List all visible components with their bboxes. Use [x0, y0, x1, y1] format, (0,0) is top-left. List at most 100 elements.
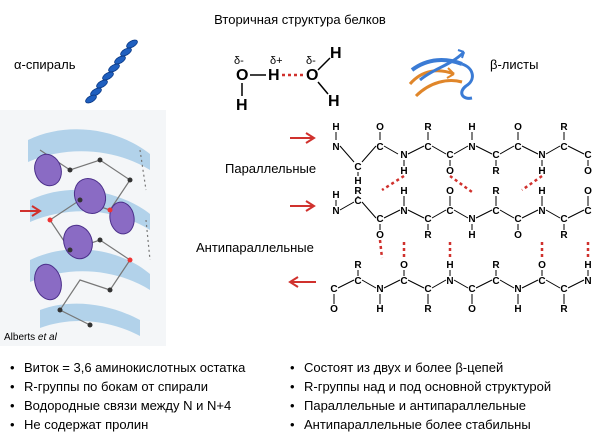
- svg-text:O: O: [446, 186, 454, 197]
- svg-text:N: N: [400, 150, 407, 161]
- svg-text:R: R: [424, 122, 432, 133]
- svg-text:O: O: [400, 260, 408, 271]
- svg-text:C: C: [330, 284, 337, 295]
- strand3-direction-arrow: [288, 276, 316, 288]
- svg-text:C: C: [376, 142, 383, 153]
- svg-text:N: N: [538, 206, 545, 217]
- svg-text:R: R: [560, 230, 568, 241]
- svg-text:C: C: [514, 214, 521, 225]
- svg-text:O: O: [330, 304, 338, 315]
- hydrogen-atom-2b: H: [328, 93, 340, 110]
- beta-sheet-ribbon-icon: [408, 49, 474, 100]
- alpha-helix-label: α-спираль: [14, 57, 76, 72]
- alpha-helix-model: [0, 110, 166, 346]
- svg-text:R: R: [560, 304, 568, 315]
- strand2-direction-arrow: [290, 200, 316, 212]
- beta-sheet-facts-list: Состоят из двух и более β-цепей R-группы…: [286, 358, 551, 434]
- svg-text:H: H: [514, 304, 521, 315]
- svg-text:O: O: [514, 122, 522, 133]
- svg-text:H: H: [400, 166, 407, 177]
- svg-text:C: C: [446, 150, 453, 161]
- svg-text:C: C: [446, 206, 453, 217]
- svg-text:N: N: [538, 150, 545, 161]
- svg-text:C: C: [492, 206, 499, 217]
- svg-text:C: C: [560, 142, 567, 153]
- svg-text:C: C: [424, 142, 431, 153]
- svg-text:H: H: [446, 260, 453, 271]
- list-item: Не содержат пролин: [6, 415, 245, 434]
- svg-text:H: H: [584, 260, 591, 271]
- hydrogen-bond-diagram: δ- δ+ δ- O H H O H H: [234, 45, 342, 114]
- svg-text:C: C: [376, 214, 383, 225]
- svg-text:R: R: [492, 186, 500, 197]
- svg-text:C: C: [492, 276, 499, 287]
- credit-text: Alberts et al: [4, 332, 57, 343]
- svg-text:N: N: [446, 276, 453, 287]
- svg-text:H: H: [468, 122, 475, 133]
- delta-minus-2: δ-: [306, 55, 316, 67]
- svg-text:C: C: [514, 142, 521, 153]
- svg-text:R: R: [424, 304, 432, 315]
- svg-text:N: N: [468, 142, 475, 153]
- svg-text:R: R: [492, 260, 500, 271]
- svg-text:R: R: [354, 260, 362, 271]
- list-item: Водородные связи между N и N+4: [6, 396, 245, 415]
- list-item: Состоят из двух и более β-цепей: [286, 358, 551, 377]
- svg-text:C: C: [492, 150, 499, 161]
- alpha-helix-facts-list: Виток = 3,6 аминокислотных остатка R-гру…: [6, 358, 245, 434]
- svg-text:H: H: [354, 176, 361, 187]
- svg-text:R: R: [492, 166, 500, 177]
- svg-text:O: O: [446, 166, 454, 177]
- svg-text:N: N: [584, 276, 591, 287]
- helix-pointer-arrow: [20, 205, 42, 217]
- hydrogen-atom-2a: H: [330, 45, 342, 62]
- list-item: Антипараллельные более стабильны: [286, 415, 551, 434]
- svg-text:H: H: [400, 186, 407, 197]
- svg-text:O: O: [538, 260, 546, 271]
- list-item: Виток = 3,6 аминокислотных остатка: [6, 358, 245, 377]
- svg-text:C: C: [584, 150, 591, 161]
- svg-text:N: N: [332, 206, 339, 217]
- list-item: Параллельные и антипараллельные: [286, 396, 551, 415]
- svg-text:C: C: [424, 284, 431, 295]
- svg-text:N: N: [332, 142, 339, 153]
- delta-minus-1: δ-: [234, 55, 244, 67]
- delta-plus: δ+: [270, 55, 283, 67]
- svg-text:N: N: [514, 284, 521, 295]
- svg-text:C: C: [354, 276, 361, 287]
- svg-text:O: O: [584, 166, 592, 177]
- svg-text:O: O: [376, 230, 384, 241]
- hydrogen-atom-1b: H: [236, 97, 248, 114]
- svg-text:N: N: [400, 206, 407, 217]
- strand1-direction-arrow: [290, 132, 316, 144]
- svg-text:C: C: [560, 214, 567, 225]
- svg-text:O: O: [376, 122, 384, 133]
- svg-text:H: H: [468, 230, 475, 241]
- svg-text:H: H: [538, 186, 545, 197]
- svg-text:R: R: [354, 186, 362, 197]
- svg-text:H: H: [538, 166, 545, 177]
- svg-text:O: O: [468, 304, 476, 315]
- hydrogen-atom-1a: H: [268, 67, 280, 84]
- svg-text:C: C: [560, 284, 567, 295]
- svg-text:C: C: [424, 214, 431, 225]
- helix-ribbon-icon: [85, 39, 138, 104]
- svg-text:N: N: [376, 284, 383, 295]
- parallel-label: Параллельные: [225, 161, 317, 176]
- oxygen-atom-2: O: [306, 67, 318, 84]
- hydrogen-bonds: [378, 174, 590, 259]
- svg-text:C: C: [538, 276, 545, 287]
- svg-text:O: O: [514, 230, 522, 241]
- svg-text:C: C: [400, 276, 407, 287]
- svg-text:C: C: [354, 162, 361, 173]
- svg-text:H: H: [376, 304, 383, 315]
- oxygen-atom-1: O: [236, 67, 248, 84]
- svg-text:C: C: [584, 206, 591, 217]
- beta-sheets-label: β-листы: [490, 57, 539, 72]
- svg-text:C: C: [354, 196, 361, 207]
- svg-text:N: N: [468, 214, 475, 225]
